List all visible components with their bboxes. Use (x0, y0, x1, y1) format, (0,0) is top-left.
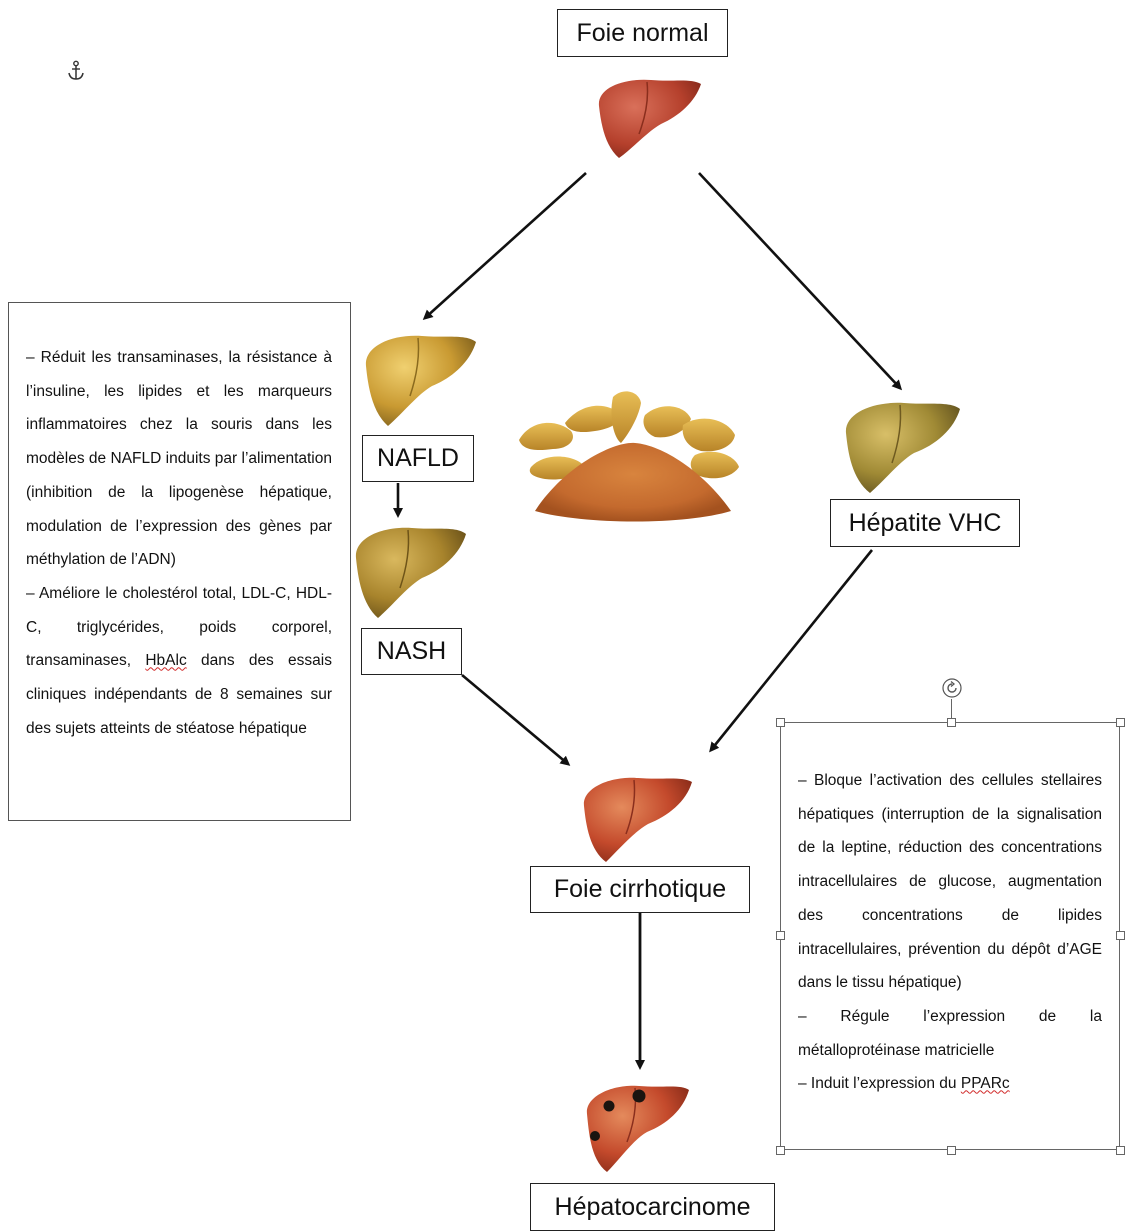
cirrhosis-label: Foie cirrhotique (530, 866, 750, 913)
left-note-box: – Réduit les transaminases, la résistanc… (8, 302, 351, 821)
liver-icon-nafld (365, 335, 476, 426)
resize-handle-bottom-right[interactable] (1116, 1146, 1125, 1155)
hcc-label: Hépatocarcinome (530, 1183, 775, 1231)
left-note-paragraph-2: – Améliore le cholestérol total, LDL-C, … (26, 577, 332, 746)
nash-label: NASH (361, 628, 462, 675)
right-note-paragraph-3-text: – Induit l’expression du (798, 1075, 961, 1093)
nafld-label: NAFLD (362, 435, 474, 482)
liver-icon-nash (355, 527, 466, 618)
right-note-paragraph-3: – Induit l’expression du PPARc (798, 1067, 1102, 1101)
left-note-paragraph-1: – Réduit les transaminases, la résistanc… (26, 349, 332, 569)
spelling-flag-ppar: PPARc (960, 1075, 1010, 1093)
hcv-label: Hépatite VHC (830, 499, 1020, 547)
left-note-paragraph-2-tail: dans des essais cliniques indépendants d… (26, 652, 332, 737)
arrow-normal-to-nafld (422, 172, 587, 321)
normal-liver-label: Foie normal (557, 9, 728, 57)
spelling-flag-hba1c: HbAlc (145, 652, 187, 670)
resize-handle-bottom-left[interactable] (776, 1146, 785, 1155)
resize-handle-top-left[interactable] (776, 718, 785, 727)
resize-handle-middle-left[interactable] (776, 931, 785, 940)
liver-icon-cirrhotic (583, 777, 692, 862)
rotate-handle-stem (951, 699, 952, 718)
arrow-normal-to-hcv (698, 172, 903, 391)
right-note-paragraph-1: – Bloque l’activation des cellules stell… (798, 772, 1102, 992)
resize-handle-bottom-center[interactable] (947, 1146, 956, 1155)
liver-icon-hcv (845, 402, 960, 493)
resize-handle-top-center[interactable] (947, 718, 956, 727)
resize-handle-middle-right[interactable] (1116, 931, 1125, 940)
arrow-nash-to-cirrhosis (461, 674, 571, 766)
arrow-hcv-to-cirrhosis (709, 549, 874, 753)
liver-icon-normal (598, 79, 701, 158)
left-note-paragraph-2-text: – Améliore le cholestérol total, LDL-C, … (26, 584, 332, 670)
anchor-icon (68, 60, 84, 80)
resize-handle-top-right[interactable] (1116, 718, 1125, 727)
right-note-paragraph-2: – Régule l’expression de la métalloproté… (798, 1007, 1102, 1059)
rotate-handle-icon[interactable] (941, 677, 963, 699)
liver-icon-hepatocarcinoma (586, 1085, 689, 1172)
turmeric-image (519, 391, 739, 522)
right-note-box[interactable]: – Bloque l’activation des cellules stell… (780, 722, 1120, 1150)
